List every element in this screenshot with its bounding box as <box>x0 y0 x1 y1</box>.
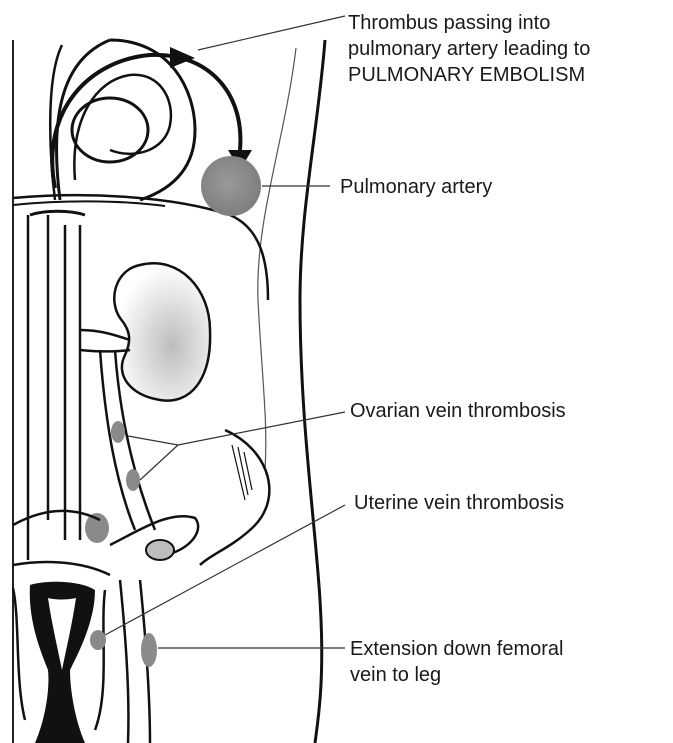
femoral-line-2: vein to leg <box>350 662 563 688</box>
colon-curve <box>200 430 269 565</box>
leader-thrombus <box>198 16 345 50</box>
thrombus-line-2: pulmonary artery leading to <box>348 36 590 62</box>
heart-inner <box>74 75 171 180</box>
ovary <box>146 540 174 560</box>
ovarian-clot-2 <box>126 469 140 491</box>
colon-hatch <box>232 445 252 500</box>
ovarian-vein-label: Ovarian vein thrombosis <box>350 398 566 424</box>
body-outline-right <box>300 40 325 743</box>
thrombus-passing-label: Thrombus passing into pulmonary artery l… <box>348 10 590 88</box>
heart-loop <box>72 98 148 162</box>
kidney <box>114 263 210 400</box>
femoral-vein-left <box>120 580 128 743</box>
thrombus-line-3: PULMONARY EMBOLISM <box>348 62 590 88</box>
leader-ovarian-c <box>178 412 345 445</box>
renal-vein <box>80 330 130 340</box>
leader-ovarian-b <box>140 445 178 480</box>
femoral-clot-small <box>90 630 106 650</box>
vessel-top-bar <box>30 211 85 215</box>
leader-uterine <box>105 505 345 635</box>
embolism-arrowhead-top <box>170 47 195 68</box>
uterine-vein-label: Uterine vein thrombosis <box>354 490 564 516</box>
leader-ovarian-a <box>128 436 178 445</box>
pelvis-line <box>13 562 110 575</box>
ovarian-clot-1 <box>111 421 125 443</box>
renal-vein-2 <box>80 350 130 352</box>
pulmonary-artery-label: Pulmonary artery <box>340 174 492 200</box>
pulmonary-artery-clot <box>201 156 261 216</box>
thrombus-line-1: Thrombus passing into <box>348 10 590 36</box>
femoral-line-1: Extension down femoral <box>350 636 563 662</box>
diaphragm-2 <box>13 201 165 206</box>
femoral-extension-label: Extension down femoral vein to leg <box>350 636 563 688</box>
femoral-clot <box>141 633 157 667</box>
